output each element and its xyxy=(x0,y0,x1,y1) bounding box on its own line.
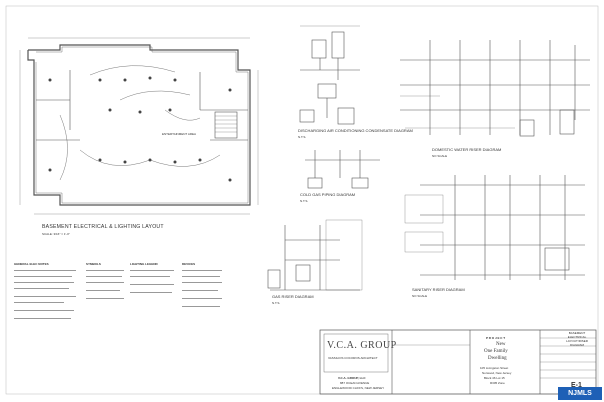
firm-name: V.C.A. GROUP xyxy=(327,340,397,351)
project-line1: New xyxy=(496,342,506,347)
cold-gas-diagram-scale: N.T.S. xyxy=(300,199,309,203)
domestic-water-riser-diagram xyxy=(400,40,590,137)
devices-title: DEVICES xyxy=(182,262,196,266)
site-address-line1: 105 Livingston Street xyxy=(480,366,509,370)
discharging-diagram-scale: N.T.S. xyxy=(298,135,307,139)
discharging-ac-diagram xyxy=(299,25,360,125)
domestic-water-scale: NO SCALE xyxy=(432,154,448,158)
title-block-frame xyxy=(319,329,597,395)
sheet-number: E-1 xyxy=(571,382,582,389)
discharging-diagram-title: DISCHARGING AIR CONDITIONING CONDENSATE … xyxy=(298,128,413,133)
site-address-line3: Block 46 Lot 15 xyxy=(484,376,505,380)
sanitary-riser-scale: NO SCALE xyxy=(412,294,428,298)
basement-layout-title: BASEMENT ELECTRICAL & LIGHTING LAYOUT xyxy=(42,224,164,230)
cold-gas-diagram-title: COLD GAS PIPING DIAGRAM xyxy=(300,192,356,197)
cold-gas-piping-diagram xyxy=(305,150,380,189)
company-name: V.C.A. GROUP, LLC xyxy=(338,376,366,380)
project-line2: One Family xyxy=(484,349,508,354)
project-line3: Dwelling xyxy=(488,356,507,361)
sanitary-riser-title: SANITARY RISER DIAGRAM xyxy=(412,287,465,292)
site-zone: R305 Zone xyxy=(490,381,505,385)
njmls-watermark-badge: NJMLS xyxy=(558,387,602,400)
basement-plan xyxy=(19,37,259,215)
gas-riser-scale: N.T.S. xyxy=(272,301,281,305)
sheet-title: BASEMENT ELECTRICAL LAYOUT/RISER DIAGRAM xyxy=(566,331,588,347)
basement-layout-scale: SCALE: 3/16" = 1'-0" xyxy=(42,232,70,236)
symbols-title: SYMBOLS xyxy=(86,262,101,266)
entertainment-area-label: ENTERTAINMENT AREA xyxy=(162,132,197,136)
general-notes-title: GENERAL ELEC NOTES xyxy=(14,262,49,266)
company-address-line2: ENGLEWOOD CLIFFS, NEW JERSEY xyxy=(332,386,385,390)
sanitary-riser-diagram xyxy=(404,175,585,280)
gas-riser-diagram xyxy=(267,219,363,291)
gas-riser-title: GAS RISER DIAGRAM xyxy=(272,294,314,299)
firm-subtitle: VASSILIOS COCOROS ARCHITECT xyxy=(328,356,378,360)
lighting-legend-title: LIGHTING LEGEND xyxy=(130,262,158,266)
project-label: P R O J E C T xyxy=(486,336,506,340)
domestic-water-title: DOMESTIC WATER RISER DIAGRAM xyxy=(432,147,502,152)
company-address-line1: 887 OCEAN AVENUE xyxy=(340,381,370,385)
site-address-line2: Norwood, New Jersey xyxy=(482,371,512,375)
